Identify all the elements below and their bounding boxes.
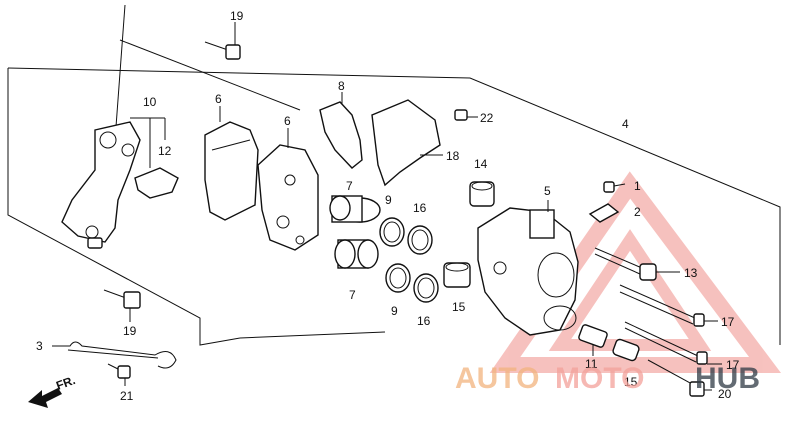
bolt-19-top xyxy=(204,22,241,60)
callout-16-upper: 16 xyxy=(413,201,427,215)
callout-9-lower: 9 xyxy=(391,304,398,318)
callout-3: 3 xyxy=(36,339,43,353)
callout-15-right: 15 xyxy=(624,375,638,389)
slide-pin-13 xyxy=(594,247,680,281)
shim-18 xyxy=(371,99,443,187)
watermark-part3: HUB xyxy=(695,362,760,395)
bleeder-valve-1 xyxy=(603,181,626,193)
bolt-21 xyxy=(107,363,131,386)
boot-15-right xyxy=(612,338,640,362)
dust-seal-16-lower xyxy=(413,273,439,303)
callout-17-lower: 17 xyxy=(726,358,740,372)
assembly-frame-lines xyxy=(7,4,781,346)
callout-16-lower: 16 xyxy=(417,314,431,328)
callout-19-top: 19 xyxy=(230,9,244,23)
pad-spring-8 xyxy=(319,92,363,169)
front-direction-arrow xyxy=(28,388,62,408)
piston-7-lower xyxy=(334,239,379,269)
bolt-19-lower xyxy=(103,289,141,322)
sleeve-11 xyxy=(578,324,608,356)
pad-retainer-clip-12 xyxy=(130,117,179,199)
watermark-part1: AUTO xyxy=(455,362,539,395)
guide-pin-17-lower xyxy=(624,321,722,365)
cap-2 xyxy=(588,203,620,223)
boot-15-left xyxy=(443,262,471,288)
callout-2: 2 xyxy=(634,205,641,219)
piston-seal-9-upper xyxy=(379,217,405,247)
boot-14 xyxy=(469,181,495,207)
bleeder-bolt-22 xyxy=(454,109,478,121)
brake-pad-6-front xyxy=(204,106,259,221)
brake-pad-6-rear xyxy=(257,128,319,251)
dust-seal-16-upper xyxy=(407,225,433,255)
watermark-part2: MOTO xyxy=(555,362,644,395)
piston-7-upper xyxy=(329,195,381,223)
callout-14: 14 xyxy=(474,157,488,171)
callout-20: 20 xyxy=(718,387,732,401)
front-direction-label: FR. xyxy=(54,373,77,393)
guide-pin-17-upper xyxy=(619,284,718,327)
callout-18: 18 xyxy=(446,149,460,163)
callout-15-left: 15 xyxy=(452,300,466,314)
bolt-20 xyxy=(647,359,712,397)
callout-12: 12 xyxy=(158,144,172,158)
callout-4: 4 xyxy=(622,117,629,131)
callout-5: 5 xyxy=(544,184,551,198)
callout-10: 10 xyxy=(143,95,157,109)
caliper-body-5 xyxy=(477,200,579,336)
callout-13: 13 xyxy=(684,266,698,280)
callout-6-right: 6 xyxy=(284,114,291,128)
callout-21: 21 xyxy=(120,389,134,403)
caliper-bracket xyxy=(61,121,141,249)
callout-6-left: 6 xyxy=(215,92,222,106)
callout-8: 8 xyxy=(338,79,345,93)
callout-22: 22 xyxy=(480,111,494,125)
callout-11: 11 xyxy=(585,357,598,371)
callout-7-lower: 7 xyxy=(349,288,356,302)
watermark-text: AUTO MOTO HUB xyxy=(455,362,760,395)
callout-7-upper: 7 xyxy=(346,179,353,193)
pad-pin-wire-3 xyxy=(52,341,177,369)
piston-seal-9-lower xyxy=(385,263,411,293)
callout-1: 1 xyxy=(634,179,641,193)
callout-17-upper: 17 xyxy=(721,315,735,329)
callout-9-upper: 9 xyxy=(385,193,392,207)
callout-19-lower: 19 xyxy=(123,324,137,338)
